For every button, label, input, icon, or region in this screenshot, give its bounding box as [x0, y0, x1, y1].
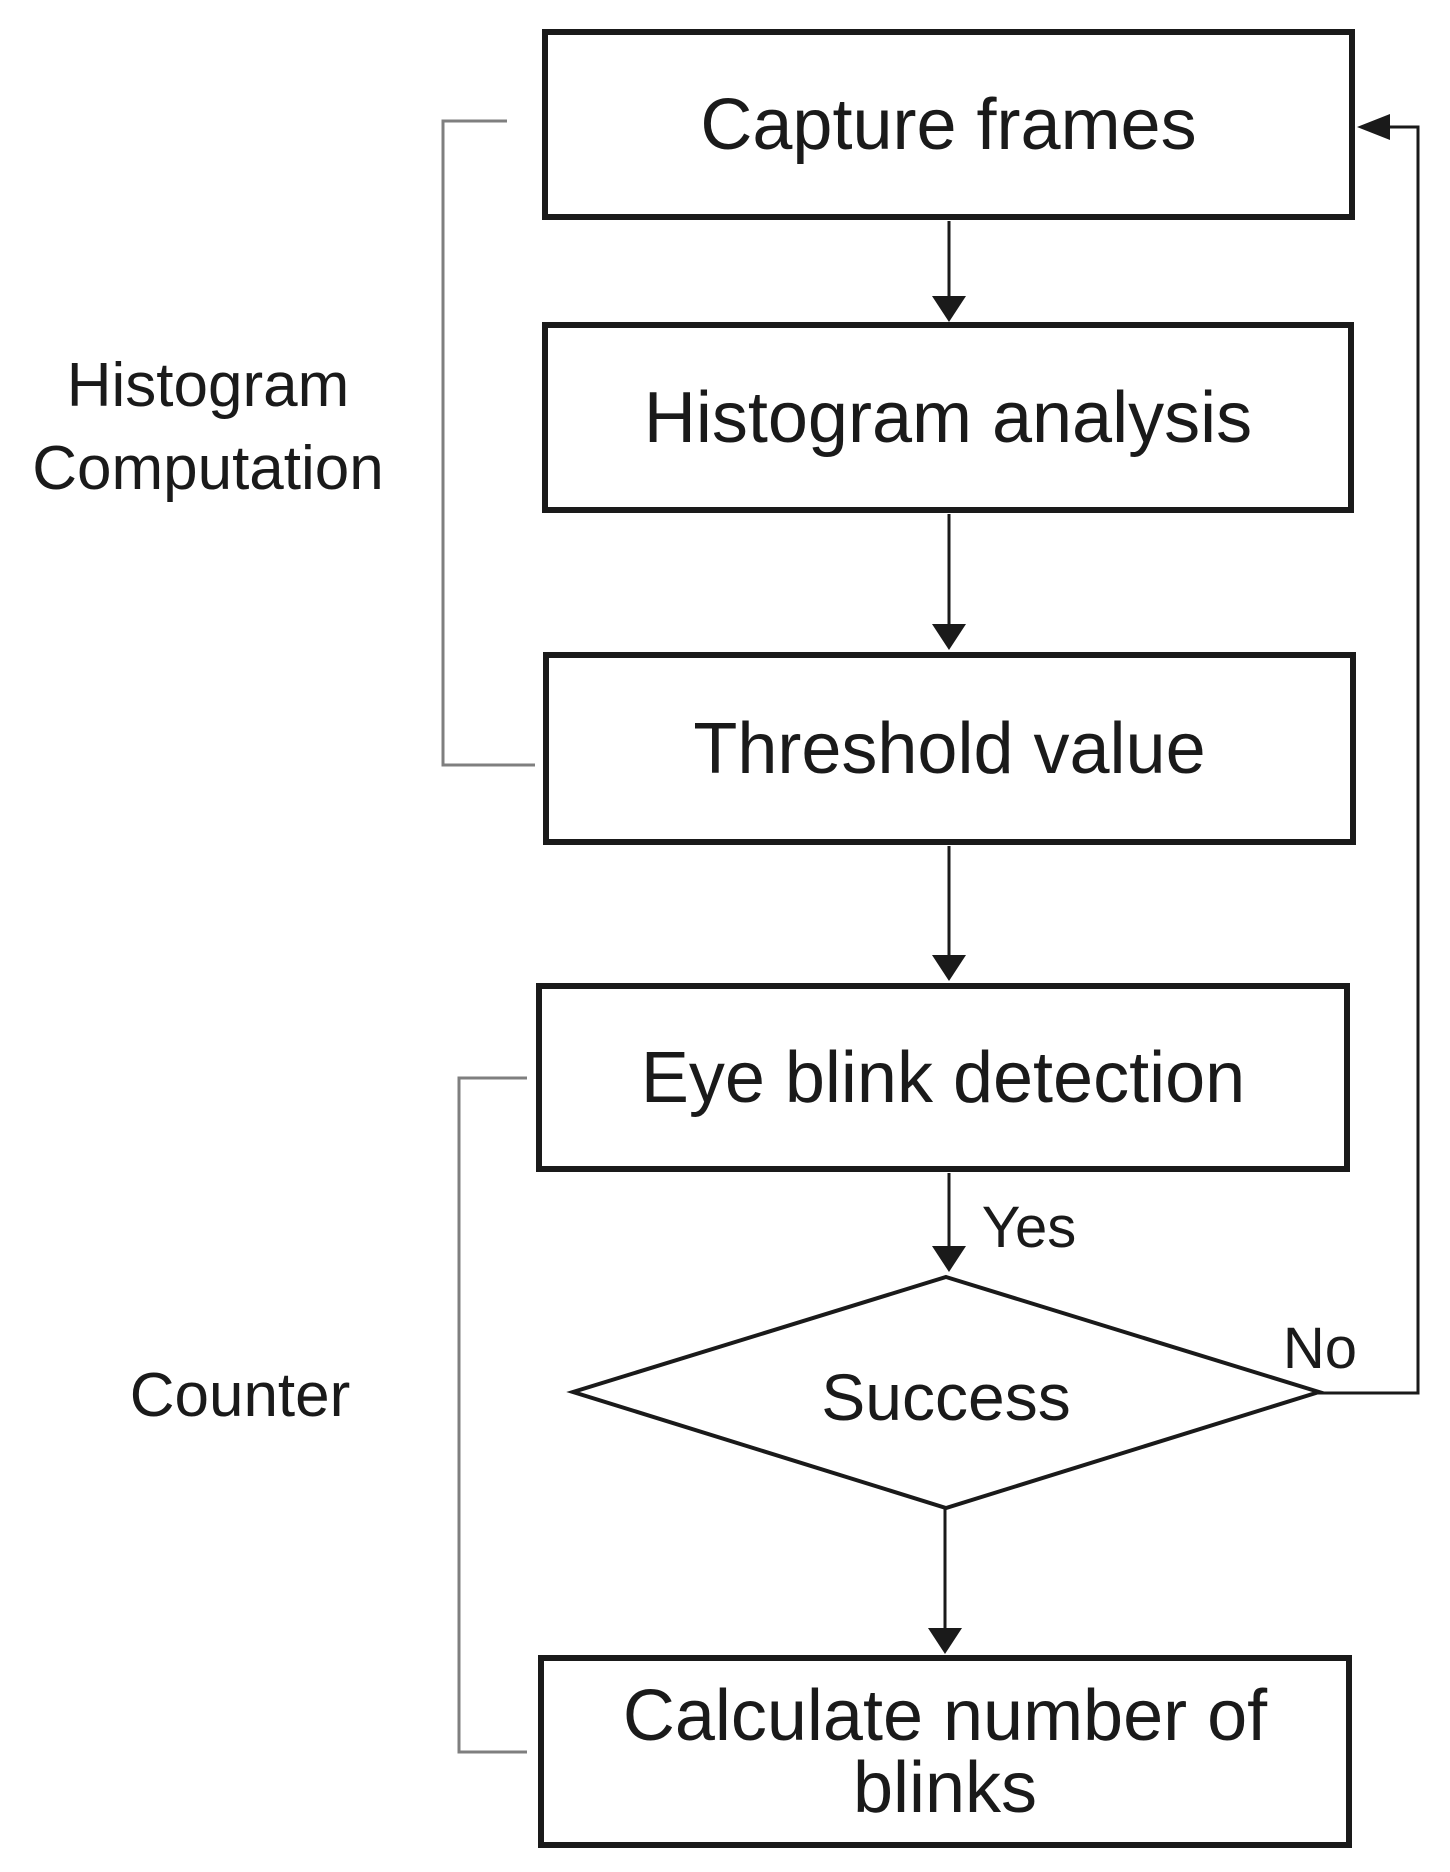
edge-label-no: No: [1282, 1316, 1358, 1381]
node-calculate-blinks-label: Calculate number of blinks: [622, 1675, 1268, 1828]
node-calculate-blinks: Calculate number of blinks: [538, 1655, 1352, 1848]
arrow-capture-to-histogram: [932, 221, 966, 322]
node-threshold-value: Threshold value: [543, 652, 1356, 845]
node-eye-blink-detection-label: Eye blink detection: [640, 1037, 1246, 1118]
node-capture-frames: Capture frames: [542, 29, 1355, 220]
group-label-histogram-computation: Histogram Computation: [32, 351, 384, 503]
counter-bracket: [457, 1076, 527, 1754]
edge-label-yes: Yes: [981, 1195, 1077, 1260]
node-success-label: Success: [821, 1360, 1071, 1434]
node-histogram-analysis-label: Histogram analysis: [643, 377, 1253, 458]
arrow-histogram-to-threshold: [932, 514, 966, 650]
arrow-eyeblink-to-success: [932, 1173, 966, 1272]
node-threshold-value-label: Threshold value: [693, 708, 1206, 789]
group-label-counter: Counter: [129, 1361, 351, 1430]
no-return-connector: [1318, 114, 1420, 1395]
node-histogram-analysis: Histogram analysis: [542, 322, 1354, 513]
node-capture-frames-label: Capture frames: [700, 84, 1197, 165]
decision-success-shape: [566, 1274, 1326, 1511]
arrow-success-to-calculate: [928, 1509, 962, 1654]
arrow-threshold-to-eyeblink: [932, 846, 966, 981]
histogram-computation-bracket: [441, 119, 535, 767]
node-eye-blink-detection: Eye blink detection: [536, 983, 1350, 1172]
